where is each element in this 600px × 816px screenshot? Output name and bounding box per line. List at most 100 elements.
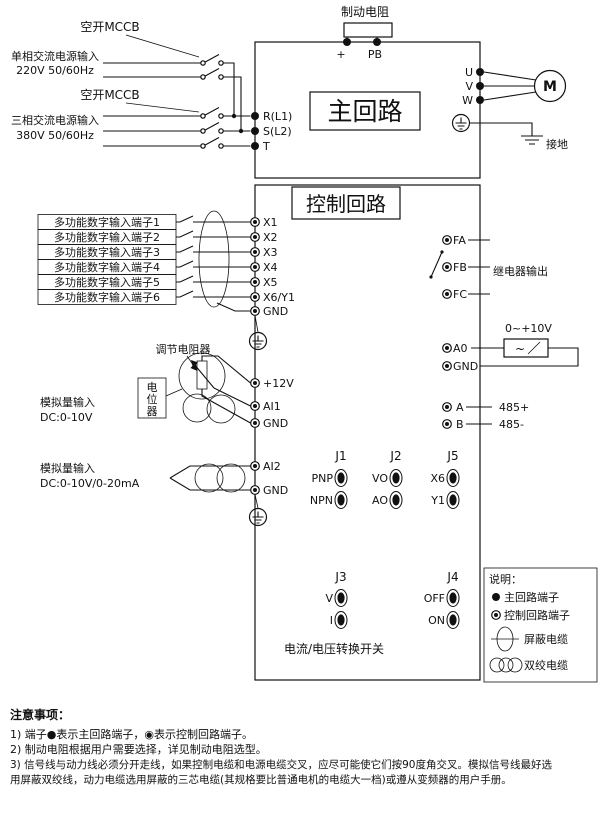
main-circuit-box: 主回路 bbox=[254, 41, 481, 179]
terminal-ai2gnd-dot bbox=[250, 485, 260, 495]
terminal-12v-label: +12V bbox=[263, 377, 294, 390]
terminal-x5-label: X5 bbox=[263, 276, 278, 289]
pe-ground: 接地 bbox=[451, 113, 568, 151]
jumper-j4-title: J4 bbox=[446, 570, 458, 584]
jumper-j2-title: J2 bbox=[389, 449, 401, 463]
potentiometer-resistor bbox=[196, 360, 208, 390]
note-line-4: 用屏蔽双绞线，动力电缆选用屏蔽的三芯电缆(其规格要比普通电机的电缆大一档)或遵从… bbox=[10, 773, 512, 786]
note-line-2: 2) 制动电阻根据用户需要选择，详见制动电阻选型。 bbox=[10, 742, 267, 756]
terminal-x6y1-label: X6/Y1 bbox=[263, 291, 295, 304]
jumper-j1-title: J1 bbox=[334, 449, 346, 463]
breaker1-pole1 bbox=[200, 53, 224, 66]
jumpers: J1 PNP NPN J2 VO AO J5 X6 Y1 J3 V I J4 O… bbox=[284, 449, 460, 656]
legend: 说明： 主回路端子 控制回路端子 屏蔽电缆 双绞电缆 bbox=[483, 567, 598, 683]
mccb1-label: 空开MCCB bbox=[80, 20, 139, 34]
terminal-ai2-dot bbox=[250, 461, 260, 471]
jumper-j1-pin-bottom[interactable] bbox=[334, 491, 348, 509]
terminal-x2-label: X2 bbox=[263, 231, 278, 244]
terminal-a-dot bbox=[442, 402, 452, 412]
terminal-pb-label: PB bbox=[368, 48, 382, 61]
terminal-x1-label: X1 bbox=[263, 216, 278, 229]
terminal-gnd-dot bbox=[250, 306, 260, 316]
control-circuit-box: 控制回路 bbox=[254, 184, 481, 681]
breaker2-pole1 bbox=[200, 106, 224, 119]
relay-output-label: 继电器输出 bbox=[493, 264, 548, 278]
legend-main-dot-icon bbox=[492, 593, 500, 601]
terminal-gnd-label: GND bbox=[263, 305, 288, 318]
jumper-j2-pin-bottom[interactable] bbox=[389, 491, 403, 509]
analog-input2-label: 模拟量输入 bbox=[40, 461, 95, 475]
ground-terminal-icon bbox=[248, 331, 268, 351]
terminal-plus-label: + bbox=[336, 48, 345, 61]
adjust-resistor-label: 调节电阻器 bbox=[156, 343, 211, 356]
digital-input-label-6: 多功能数字输入端子6 bbox=[54, 290, 160, 304]
terminal-ai1gnd-label: GND bbox=[263, 417, 288, 430]
note-line-3: 3) 信号线与动力线必须分开走线，如果控制电缆和电源电缆交叉，应尽可能使它们按9… bbox=[10, 758, 552, 771]
terminal-u-label: U bbox=[465, 66, 473, 79]
legend-control-dot-icon bbox=[491, 610, 501, 620]
terminal-fc-dot bbox=[442, 289, 452, 299]
rs485-minus-label: 485- bbox=[499, 418, 524, 431]
breaker2-pole2 bbox=[200, 121, 224, 134]
jumper-j3-pin-top[interactable] bbox=[334, 589, 348, 607]
breaker1-pole2 bbox=[200, 67, 224, 80]
rs485: A 485+ B 485- bbox=[442, 401, 529, 431]
pot-label-char3: 器 bbox=[147, 405, 158, 418]
twisted-pair-icon bbox=[206, 394, 236, 424]
jumper-j3-pin-bottom[interactable] bbox=[334, 611, 348, 629]
terminal-ai1gnd-dot bbox=[250, 418, 260, 428]
jumper-j3-top-label: V bbox=[325, 592, 333, 605]
pot-label-char1: 电 bbox=[147, 381, 158, 394]
single-phase-voltage: 220V 50/60Hz bbox=[16, 64, 94, 77]
braking-resistor-symbol bbox=[343, 22, 393, 38]
motor-circle bbox=[533, 69, 567, 103]
jumper-j2-pin-top[interactable] bbox=[389, 469, 403, 487]
legend-control-terminal: 控制回路端子 bbox=[504, 608, 570, 622]
three-phase-label: 三相交流电源输入 bbox=[11, 113, 99, 127]
terminal-a0-dot bbox=[442, 343, 452, 353]
analog-input2-range: DC:0-10V/0-20mA bbox=[40, 477, 140, 490]
terminal-x1-dot bbox=[250, 217, 260, 227]
legend-title: 说明： bbox=[489, 572, 522, 586]
shielded-cable-icon bbox=[198, 210, 230, 308]
three-phase-input: 三相交流电源输入 380V 50/60Hz bbox=[11, 106, 251, 149]
terminal-fa-dot bbox=[442, 235, 452, 245]
rst-terminals: R(L1) S(L2) T bbox=[251, 110, 292, 153]
legend-twist-icon bbox=[489, 657, 505, 673]
digital-input-label-5: 多功能数字输入端子5 bbox=[54, 275, 160, 289]
terminal-ai2-label: AI2 bbox=[263, 460, 281, 473]
terminal-a0gnd-dot bbox=[442, 361, 452, 371]
jumper-j1-pin-top[interactable] bbox=[334, 469, 348, 487]
jumper-j1-bottom-label: NPN bbox=[310, 494, 333, 507]
jumper-j4-top-label: OFF bbox=[424, 592, 445, 605]
motor-label: M bbox=[543, 79, 557, 95]
terminal-s-label: S(L2) bbox=[263, 125, 292, 138]
relay-output: FA FB FC 继电器输出 bbox=[429, 234, 548, 301]
notes-title: 注意事项： bbox=[10, 707, 70, 722]
terminal-ai2gnd-label: GND bbox=[263, 484, 288, 497]
jumper-j2-bottom-label: AO bbox=[372, 494, 388, 507]
braking-resistor-section: 制动电阻 + PB bbox=[336, 5, 393, 61]
jumper-j4-pin-top[interactable] bbox=[446, 589, 460, 607]
current-voltage-switch-label: 电流/电压转换开关 bbox=[284, 641, 384, 656]
rs485-plus-label: 485+ bbox=[499, 401, 529, 414]
terminal-x5-dot bbox=[250, 277, 260, 287]
twisted-pair-icon bbox=[216, 463, 246, 493]
terminal-x3-label: X3 bbox=[263, 246, 278, 259]
digital-input-label-3: 多功能数字输入端子3 bbox=[54, 245, 160, 259]
braking-resistor-label: 制动电阻 bbox=[341, 5, 389, 19]
twisted-pair-icon bbox=[182, 393, 212, 423]
breaker2-pole3 bbox=[200, 136, 224, 149]
single-phase-label: 单相交流电源输入 bbox=[11, 49, 99, 63]
terminal-u-dot bbox=[476, 68, 484, 76]
terminal-12v-dot bbox=[250, 378, 260, 388]
jumper-j1-top-label: PNP bbox=[312, 472, 334, 485]
jumper-j4-pin-bottom[interactable] bbox=[446, 611, 460, 629]
main-circuit-title: 主回路 bbox=[327, 97, 402, 126]
terminal-t-dot bbox=[251, 142, 259, 150]
terminal-ai1-label: AI1 bbox=[263, 400, 281, 413]
jumper-j5-pin-top[interactable] bbox=[446, 469, 460, 487]
terminal-w-dot bbox=[476, 96, 484, 104]
jumper-j5-pin-bottom[interactable] bbox=[446, 491, 460, 509]
note-line-1: 1) 端子●表示主回路端子，◉表示控制回路端子。 bbox=[10, 727, 253, 741]
